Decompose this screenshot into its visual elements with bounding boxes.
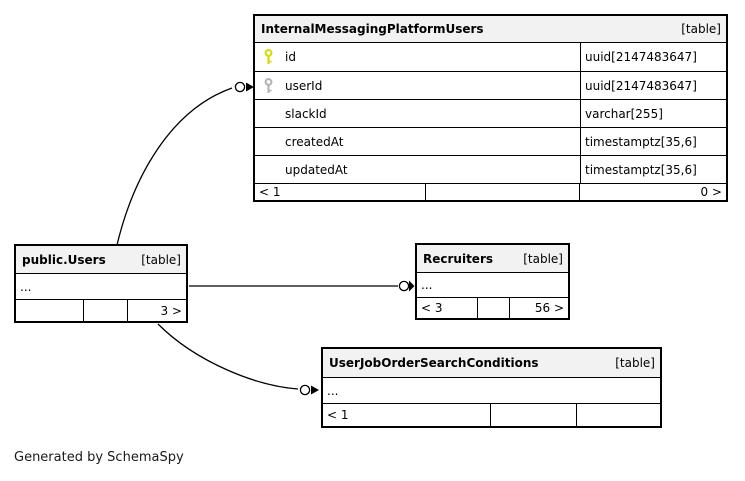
footer-spacer-cell <box>490 404 577 426</box>
table-type-badge: [table] <box>615 356 655 370</box>
column-name: updatedAt <box>285 162 348 177</box>
column-type: varchar[255] <box>580 100 726 127</box>
relationship-count-footer: < 1 0 > <box>255 183 726 200</box>
column-type: timestamptz[35,6] <box>580 128 726 155</box>
edge-arrowhead-icon <box>409 280 415 292</box>
table-header[interactable]: InternalMessagingPlatformUsers [table] <box>255 16 726 43</box>
table-internal-messaging-platform-users[interactable]: InternalMessagingPlatformUsers [table] i… <box>253 14 728 202</box>
column-row-id: id uuid[2147483647] <box>255 43 726 71</box>
fk-edge-users-to-ujosc <box>157 323 319 396</box>
relationship-count-footer: < 3 56 > <box>417 297 568 318</box>
collapsed-columns-row: ... <box>327 383 339 398</box>
column-row-updatedat: updatedAt timestamptz[35,6] <box>255 155 726 183</box>
column-name: userId <box>285 78 323 93</box>
column-type: uuid[2147483647] <box>580 43 726 71</box>
fk-edge-users-to-recruiters <box>189 280 415 292</box>
collapsed-columns-row: ... <box>20 279 32 294</box>
collapsed-columns-row: ... <box>421 278 433 292</box>
table-type-badge: [table] <box>523 251 563 266</box>
child-count: 56 > <box>534 301 564 315</box>
footer-spacer-cell <box>477 298 510 318</box>
edge-open-circle <box>398 280 410 292</box>
foreign-key-icon <box>263 77 285 94</box>
table-title: public.Users <box>22 252 106 267</box>
table-type-badge: [table] <box>141 252 181 267</box>
table-header[interactable]: Recruiters [table] <box>417 245 568 273</box>
child-count: 0 > <box>700 185 722 199</box>
footer-spacer-cell <box>425 184 580 200</box>
relationship-count-footer: 3 > <box>16 299 186 321</box>
column-row-createdat: createdAt timestamptz[35,6] <box>255 127 726 155</box>
parent-count <box>16 300 83 321</box>
parent-count: < 1 <box>327 408 349 422</box>
relationship-count-footer: < 1 <box>323 403 660 426</box>
column-type: timestamptz[35,6] <box>580 156 726 183</box>
table-recruiters[interactable]: Recruiters [table] ... < 3 56 > <box>415 243 570 320</box>
column-row-userid: userId uuid[2147483647] <box>255 71 726 99</box>
table-title: InternalMessagingPlatformUsers <box>261 22 484 36</box>
edge-arrowhead-icon <box>311 385 319 395</box>
column-row-slackid: slackId varchar[255] <box>255 99 726 127</box>
table-title: UserJobOrderSearchConditions <box>329 356 539 370</box>
table-header[interactable]: public.Users [table] <box>16 246 186 274</box>
table-user-job-order-search-conditions[interactable]: UserJobOrderSearchConditions [table] ...… <box>321 347 662 428</box>
table-header[interactable]: UserJobOrderSearchConditions [table] <box>323 349 660 378</box>
parent-count: < 3 <box>421 301 443 315</box>
table-title: Recruiters <box>423 251 494 266</box>
generator-credit: Generated by SchemaSpy <box>14 450 184 465</box>
edge-open-circle <box>234 81 246 93</box>
parent-count: < 1 <box>259 185 281 199</box>
primary-key-icon <box>263 49 285 65</box>
child-count: 3 > <box>160 303 182 318</box>
column-name: createdAt <box>285 134 344 149</box>
table-type-badge: [table] <box>681 22 721 36</box>
column-type: uuid[2147483647] <box>580 72 726 99</box>
fk-edge-users-to-internal-messaging <box>116 81 254 246</box>
child-count <box>577 404 660 426</box>
edge-open-circle <box>299 384 311 396</box>
column-name: id <box>285 50 296 64</box>
footer-spacer-cell <box>83 300 128 321</box>
table-public-users[interactable]: public.Users [table] ... 3 > <box>14 244 188 323</box>
column-name: slackId <box>285 106 327 121</box>
